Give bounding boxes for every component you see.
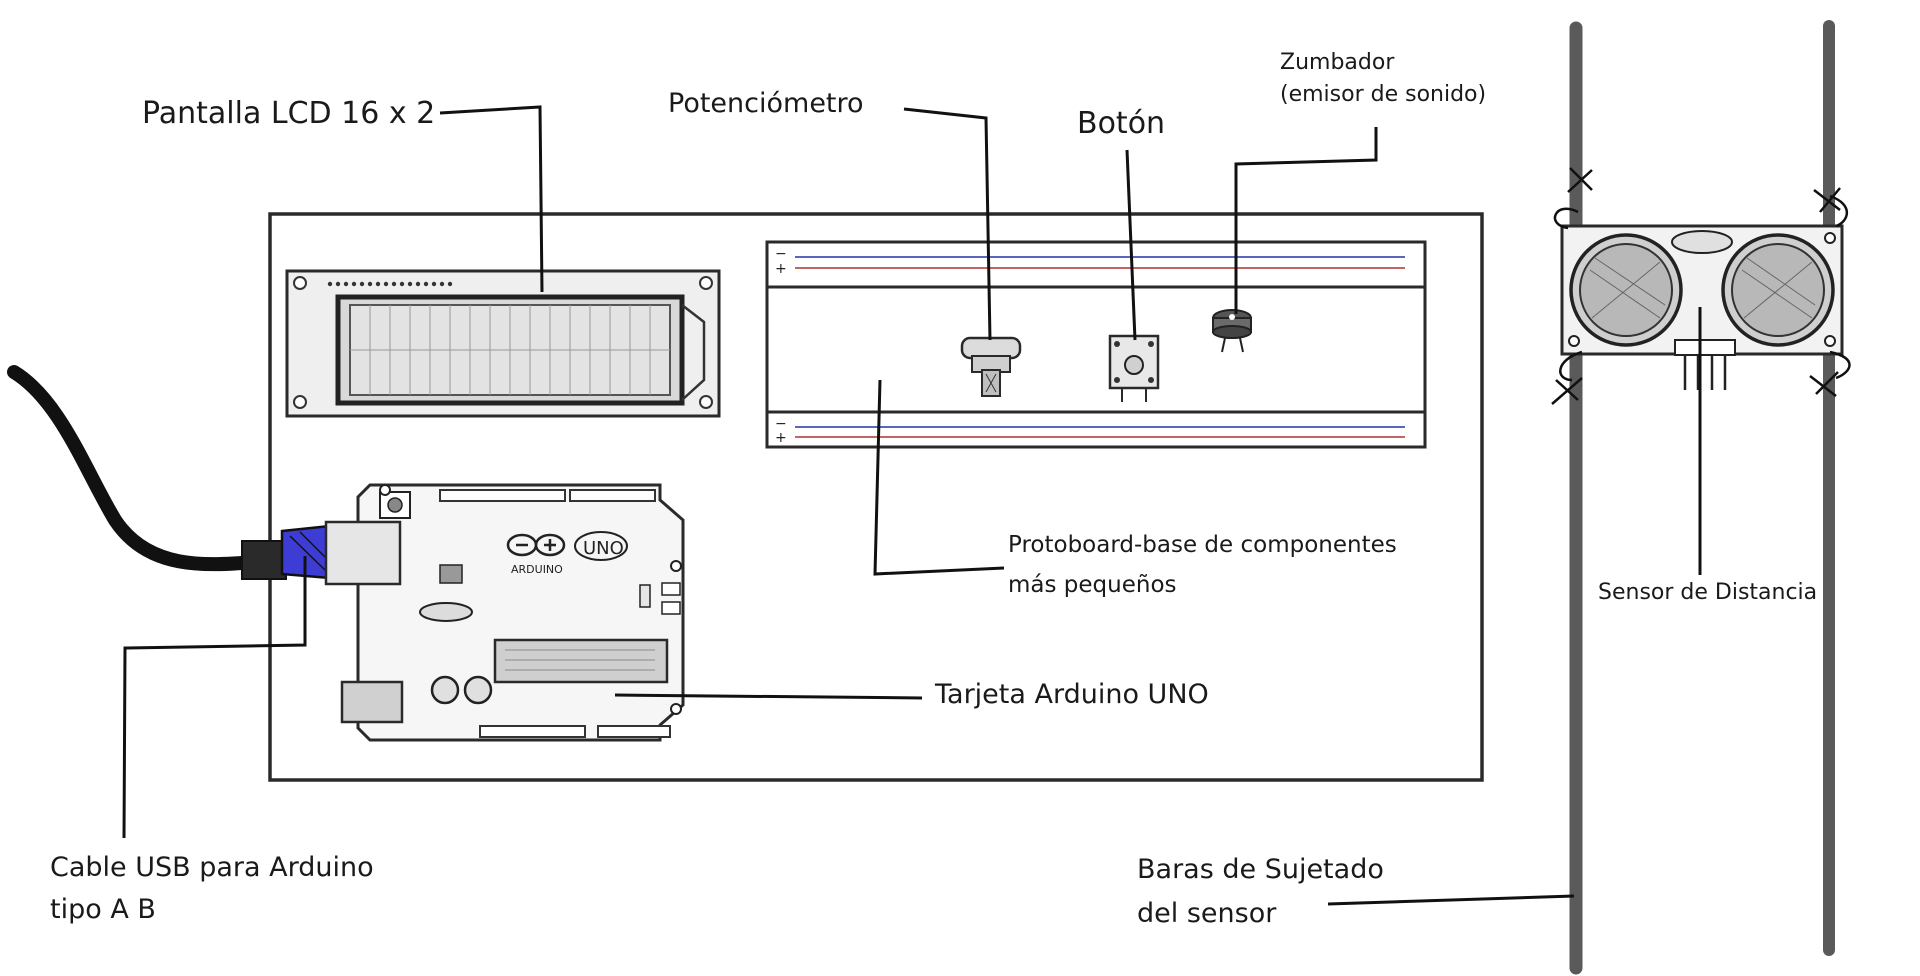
- leader-potentiometer: [903, 107, 992, 341]
- leader-arduino: [614, 693, 923, 700]
- lcd-module: [285, 269, 721, 418]
- lcd-header-pin: [343, 281, 349, 287]
- lcd-header-pin: [415, 281, 421, 287]
- lcd-header-pin: [391, 281, 397, 287]
- leader-protoboard: [873, 379, 1005, 576]
- lcd-header-pin: [447, 281, 453, 287]
- arduino-logo: [506, 533, 566, 557]
- arduino-logo-text: ARDUINO: [511, 563, 563, 576]
- buzzer: [1212, 309, 1252, 353]
- lcd-header-pin: [431, 281, 437, 287]
- rail-plus-bottom: +: [775, 430, 787, 446]
- label-protoboard-line2: más pequeños: [1008, 572, 1177, 598]
- usb-cable: [7, 365, 332, 580]
- arduino-board: ARDUINO UNO: [324, 483, 685, 742]
- lcd-header-pin: [375, 281, 381, 287]
- label-bars-line2: del sensor: [1137, 898, 1277, 929]
- label-usb-line1: Cable USB para Arduino: [50, 852, 374, 883]
- lcd-header-pin: [439, 281, 445, 287]
- lcd-header-pin: [423, 281, 429, 287]
- uno-badge-text: UNO: [583, 538, 624, 559]
- leader-usb: [122, 556, 307, 839]
- label-buzzer-line1: Zumbador: [1280, 50, 1395, 75]
- lcd-header-pin: [399, 281, 405, 287]
- lcd-header-pin: [359, 281, 365, 287]
- rail-minus-top: −: [775, 246, 787, 262]
- leader-bars: [1327, 894, 1575, 906]
- label-arduino: Tarjeta Arduino UNO: [935, 679, 1209, 710]
- leader-lines: [122, 105, 1702, 906]
- wire-ties: [1551, 167, 1851, 405]
- label-protoboard-line1: Protoboard-base de componentes: [1008, 532, 1397, 558]
- sensor-mount-bars: [1569, 20, 1835, 975]
- leader-buzzer: [1234, 127, 1378, 314]
- potentiometer: [960, 336, 1022, 397]
- protoboard: − + − +: [765, 240, 1427, 449]
- leader-button: [1125, 149, 1137, 341]
- label-potentiometer: Potenciómetro: [668, 88, 864, 119]
- lcd-header-pin: [327, 281, 333, 287]
- label-usb-line2: tipo A B: [50, 894, 156, 925]
- label-distance-sensor: Sensor de Distancia: [1598, 580, 1818, 605]
- label-button: Botón: [1077, 106, 1166, 141]
- label-bars-line1: Baras de Sujetado: [1137, 854, 1384, 885]
- rail-plus-top: +: [775, 261, 787, 277]
- lcd-header-pin: [335, 281, 341, 287]
- push-button: [1108, 334, 1160, 402]
- lcd-header-pin: [383, 281, 389, 287]
- lcd-header-pin: [351, 281, 357, 287]
- rail-minus-bottom: −: [775, 416, 787, 432]
- lcd-header-pin: [367, 281, 373, 287]
- label-lcd: Pantalla LCD 16 x 2: [142, 96, 436, 131]
- distance-sensor: [1560, 224, 1844, 390]
- leader-lcd: [439, 105, 544, 293]
- lcd-header-pin: [407, 281, 413, 287]
- label-buzzer-line2: (emisor de sonido): [1280, 82, 1487, 107]
